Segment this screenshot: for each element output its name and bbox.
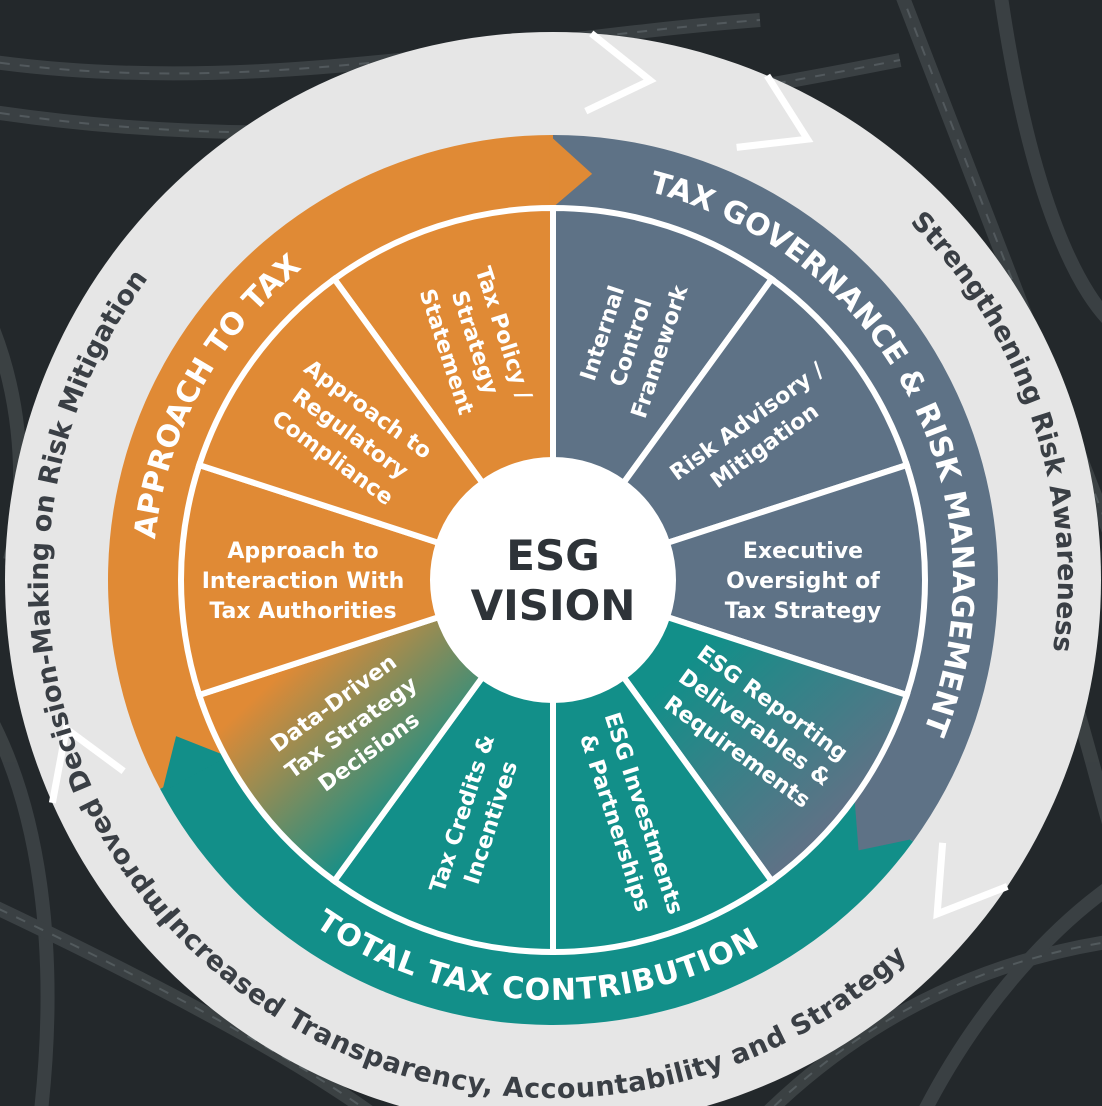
band-contribution-arrow	[161, 736, 228, 793]
segment-label-line: Tax Authorities	[209, 599, 396, 624]
band-approach	[107, 134, 554, 789]
band-approach-arrow	[549, 135, 593, 211]
band-governance-arrow	[854, 794, 916, 851]
center-title-line1: ESG	[506, 531, 599, 580]
segment-label-line: Interaction With	[202, 569, 405, 594]
center-title-line2: VISION	[471, 581, 636, 630]
segment-label-line: Approach to	[227, 539, 378, 564]
center-circle	[431, 458, 675, 702]
band-governance	[553, 135, 998, 842]
segment-label-line: Oversight of	[726, 569, 880, 594]
ring-chevron	[933, 842, 1009, 920]
ring-chevron	[584, 30, 657, 115]
segment-label-line: Executive	[743, 539, 863, 564]
ring-chevron	[48, 722, 126, 804]
band-contribution	[160, 753, 914, 1025]
segment-label-line: Tax Strategy	[725, 599, 881, 624]
ring-chevron	[736, 73, 814, 151]
